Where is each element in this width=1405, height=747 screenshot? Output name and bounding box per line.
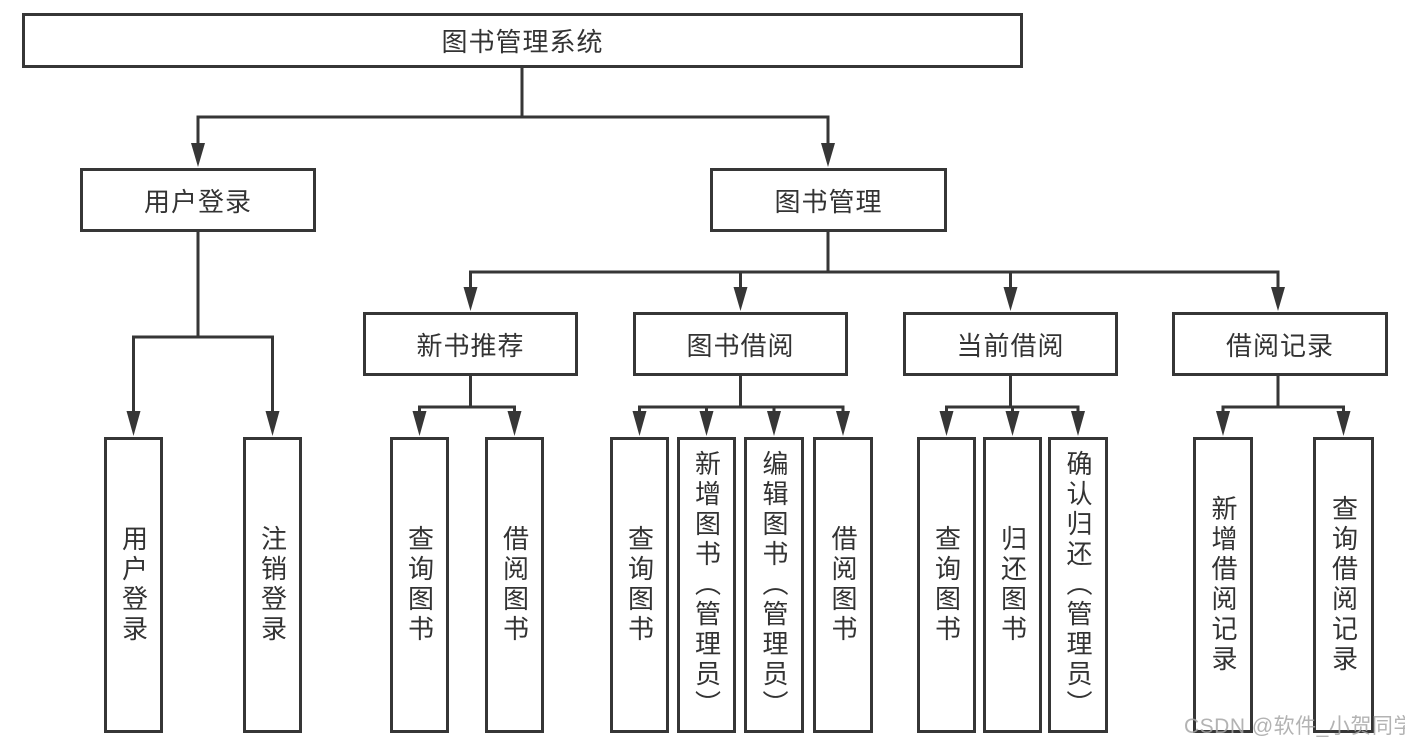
node-library-management-system: 图书管理系统 <box>22 13 1023 68</box>
node-new-book-recommend: 新书推荐 <box>363 312 578 376</box>
node-current-borrowing: 当前借阅 <box>903 312 1118 376</box>
leaf-current-return-books: 归还图书 <box>983 437 1042 733</box>
node-book-management: 图书管理 <box>710 168 947 232</box>
leaf-current-confirm-return-admin: 确认归还（管理员） <box>1048 437 1108 733</box>
leaf-borrowing-edit-book-admin: 编辑图书（管理员） <box>744 437 804 733</box>
leaf-borrowing-query-books: 查询图书 <box>610 437 669 733</box>
leaf-current-query-books: 查询图书 <box>917 437 976 733</box>
node-user-login: 用户登录 <box>80 168 316 232</box>
watermark: CSDN @软件_小贺同学 <box>1184 715 1405 738</box>
node-book-borrowing: 图书借阅 <box>633 312 848 376</box>
leaf-recommend-borrow-books: 借阅图书 <box>485 437 544 733</box>
leaf-logout: 注销登录 <box>243 437 302 733</box>
leaf-recommend-query-books: 查询图书 <box>390 437 449 733</box>
leaf-borrowing-borrow-books: 借阅图书 <box>813 437 873 733</box>
arrowhead-icons <box>126 143 1351 436</box>
leaf-records-query-record: 查询借阅记录 <box>1313 437 1374 733</box>
node-borrowing-records: 借阅记录 <box>1172 312 1388 376</box>
leaf-borrowing-add-book-admin: 新增图书（管理员） <box>677 437 736 733</box>
leaf-records-add-record: 新增借阅记录 <box>1193 437 1253 733</box>
leaf-user-login: 用户登录 <box>104 437 163 733</box>
